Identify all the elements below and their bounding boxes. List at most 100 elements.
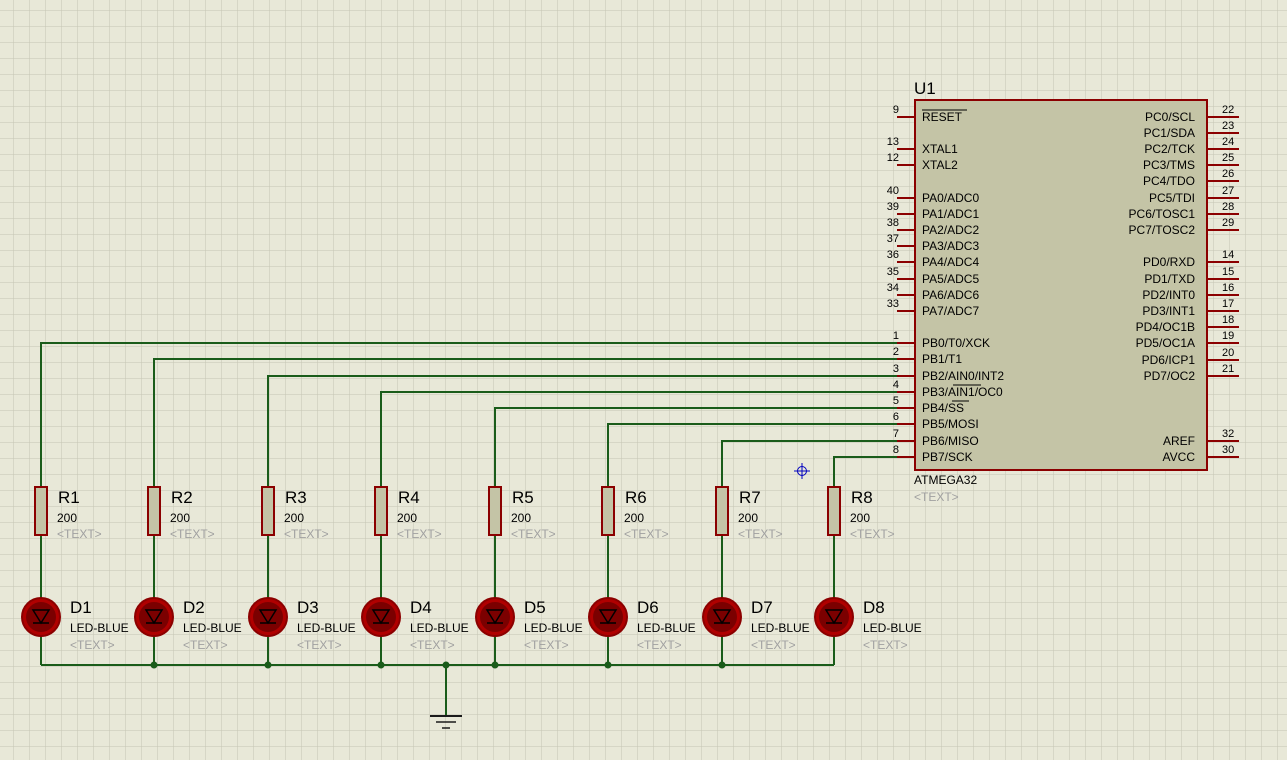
resistor-body[interactable]: [715, 486, 729, 536]
mcu-pin-number: 5: [893, 395, 899, 407]
mcu-pin-number: 18: [1222, 314, 1234, 326]
mcu-pin-number: 9: [893, 104, 899, 116]
mcu-pin-number: 32: [1222, 428, 1234, 440]
resistor-value-label: 200: [624, 511, 644, 525]
wire-pb7: [833, 456, 897, 487]
mcu-pin-label: PA7/ADC7: [922, 304, 979, 318]
led-shading: [26, 602, 56, 632]
led-body[interactable]: [475, 597, 515, 637]
resistor-value-label: 200: [397, 511, 417, 525]
mcu-pin-number: 17: [1222, 298, 1234, 310]
diode-triangle-icon: [598, 609, 618, 625]
resistor-body[interactable]: [261, 486, 275, 536]
mcu-pin-label: PB0/T0/XCK: [922, 336, 990, 350]
resistor-text-placeholder: <TEXT>: [850, 527, 895, 541]
mcu-pin-number: 26: [1222, 168, 1234, 180]
mcu-pin-number: 16: [1222, 282, 1234, 294]
mcu-pin-number: 22: [1222, 104, 1234, 116]
mcu-pin-number: 24: [1222, 136, 1234, 148]
led-body[interactable]: [361, 597, 401, 637]
led-shading: [593, 602, 623, 632]
led-body[interactable]: [588, 597, 628, 637]
mcu-pin-label: PD0/RXD: [1143, 255, 1195, 269]
led-shading: [480, 602, 510, 632]
mcu-pin-label: PB2/AIN0/INT2: [922, 369, 1004, 383]
resistor-ref-label: R2: [171, 488, 193, 507]
led-shading: [707, 602, 737, 632]
resistor-body[interactable]: [374, 486, 388, 536]
led-body[interactable]: [134, 597, 174, 637]
resistor-body[interactable]: [488, 486, 502, 536]
led-ref-label: D7: [751, 598, 773, 617]
resistor-text-placeholder: <TEXT>: [57, 527, 102, 541]
led-ref-label: D2: [183, 598, 205, 617]
mcu-pin-label: PB1/T1: [922, 352, 962, 366]
resistor-ref-label: R5: [512, 488, 534, 507]
resistor-text-placeholder: <TEXT>: [170, 527, 215, 541]
mcu-pin-number: 40: [887, 185, 899, 197]
diode-triangle-icon: [371, 609, 391, 625]
mcu-pin-label: PA4/ADC4: [922, 255, 979, 269]
mcu-pin-label: PC6/TOSC1: [1129, 207, 1196, 221]
resistor-ref-label: R4: [398, 488, 420, 507]
mcu-pin-number: 15: [1222, 266, 1234, 278]
ground-symbol[interactable]: [430, 715, 462, 729]
mcu-pin-label: AVCC: [1163, 450, 1196, 464]
led-body[interactable]: [21, 597, 61, 637]
mcu-pin-number: 37: [887, 233, 899, 245]
mcu-pin-number: 39: [887, 201, 899, 213]
junction-dot: [150, 661, 158, 669]
wires-layer: [40, 342, 897, 716]
mcu-pin-label: PD5/OC1A: [1136, 336, 1195, 350]
led-text-placeholder: <TEXT>: [524, 638, 569, 652]
mcu-pin-label: PC1/SDA: [1144, 126, 1195, 140]
mcu-pin-label: PA6/ADC6: [922, 288, 979, 302]
mcu-pin-label: PB4/SS: [922, 401, 964, 415]
junction-dot: [377, 661, 385, 669]
diode-triangle-icon: [144, 609, 164, 625]
mcu-pin-label: PD4/OC1B: [1136, 320, 1195, 334]
resistor-body[interactable]: [34, 486, 48, 536]
resistor-body[interactable]: [601, 486, 615, 536]
mcu-body[interactable]: [914, 99, 1208, 471]
resistor-value-label: 200: [57, 511, 77, 525]
mcu-pin-number: 14: [1222, 249, 1234, 261]
mcu-pin-number: 30: [1222, 444, 1234, 456]
led-ref-label: D8: [863, 598, 885, 617]
diode-triangle-icon: [485, 609, 505, 625]
crosshair-cursor-icon: [794, 463, 810, 479]
resistor-ref-label: R3: [285, 488, 307, 507]
led-text-placeholder: <TEXT>: [637, 638, 682, 652]
led-shading: [819, 602, 849, 632]
led-body[interactable]: [248, 597, 288, 637]
mcu-pin-number: 28: [1222, 201, 1234, 213]
mcu-pin-label: XTAL2: [922, 158, 958, 172]
wire-pb5: [607, 423, 897, 487]
resistor-body[interactable]: [147, 486, 161, 536]
wire-pb1: [153, 358, 897, 487]
mcu-pin-number: 38: [887, 217, 899, 229]
led-body[interactable]: [702, 597, 742, 637]
mcu-pin-number: 34: [887, 282, 899, 294]
resistor-body[interactable]: [827, 486, 841, 536]
led-body[interactable]: [814, 597, 854, 637]
